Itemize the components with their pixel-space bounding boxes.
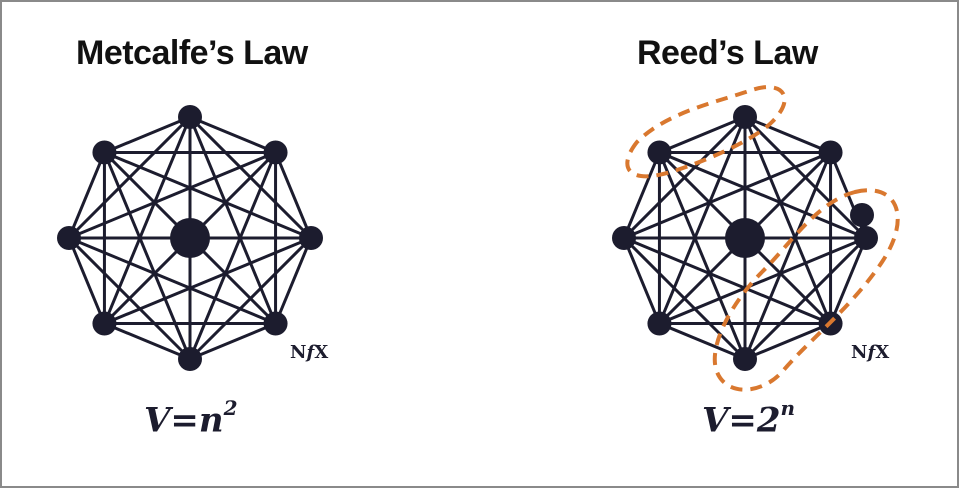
network-edge — [67, 237, 106, 325]
network-node — [263, 140, 288, 165]
network-hub-node — [725, 218, 765, 258]
network-node — [92, 140, 117, 165]
network-edge — [67, 236, 192, 361]
network-node — [818, 140, 843, 165]
network-node — [92, 311, 117, 336]
metcalfe-panel: Metcalfe’s Law NfX V=n2 — [12, 2, 482, 486]
network-extra-node — [850, 203, 874, 227]
metcalfe-formula: V=n2 — [144, 396, 238, 441]
network-node — [299, 226, 323, 250]
network-node — [647, 140, 672, 165]
network-edge — [658, 322, 746, 361]
network-edge — [274, 151, 313, 239]
formula-base: V=2 — [702, 400, 781, 441]
network-edge — [67, 151, 106, 239]
network-edge — [658, 151, 867, 240]
network-node — [733, 105, 757, 129]
metcalfe-title: Metcalfe’s Law — [76, 34, 308, 72]
reed-title: Reed’s Law — [637, 34, 818, 72]
metcalfe-network-graph — [57, 105, 323, 371]
reed-panel: Reed’s Law NfX V=2n — [567, 2, 959, 486]
network-node — [57, 226, 81, 250]
network-edge — [103, 115, 191, 154]
network-node — [178, 105, 202, 129]
network-node — [178, 347, 202, 371]
reed-network-graph — [612, 85, 900, 392]
network-edge — [622, 151, 661, 239]
network-edge — [189, 115, 277, 154]
network-edge — [103, 151, 312, 240]
network-edge — [622, 237, 661, 325]
formula-base: V=n — [144, 400, 224, 441]
formula-exponent: n — [780, 396, 796, 420]
formula-exponent: 2 — [223, 396, 238, 420]
network-edge — [189, 322, 277, 361]
group-outline-top — [625, 85, 787, 179]
network-edge — [274, 237, 313, 325]
network-hub-node — [170, 218, 210, 258]
network-edge — [622, 236, 747, 361]
network-node — [647, 311, 672, 336]
network-edge — [744, 115, 832, 154]
network-node — [612, 226, 636, 250]
network-edge — [744, 322, 832, 361]
network-edge — [103, 151, 192, 360]
network-node — [263, 311, 288, 336]
nfx-logo: NfX — [290, 342, 329, 363]
network-node — [854, 226, 878, 250]
group-outline-right — [712, 188, 900, 392]
network-edge — [658, 115, 746, 154]
network-edge — [658, 151, 747, 360]
reed-formula: V=2n — [702, 396, 795, 441]
network-edge — [829, 237, 868, 325]
nfx-logo: NfX — [851, 342, 890, 363]
network-edge — [103, 322, 191, 361]
network-node — [733, 347, 757, 371]
